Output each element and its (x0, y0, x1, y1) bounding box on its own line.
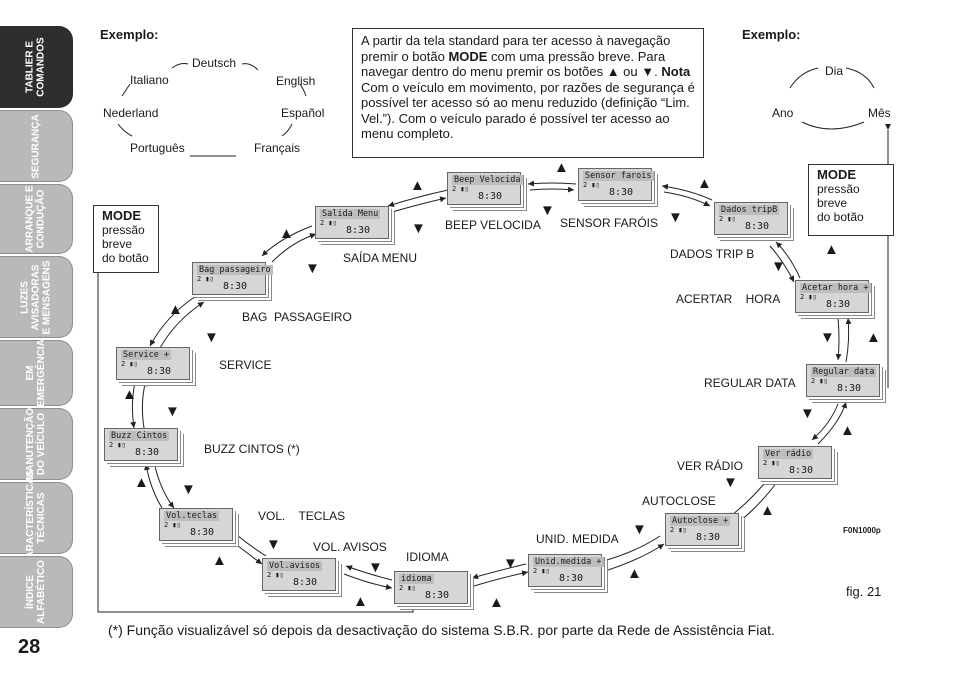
screen-service: Service +2 ▮▯8:30 (116, 347, 190, 380)
up-arrow-icon: ▲ (279, 225, 294, 242)
language-francais: Français (254, 141, 301, 155)
down-arrow-icon: ▼ (411, 220, 426, 237)
caption-bag-passageiro: BAG PASSAGEIRO (242, 310, 352, 324)
up-arrow-icon: ▲ (554, 159, 569, 176)
down-arrow-icon: ▼ (632, 521, 647, 538)
figure-code: F0N1000p (843, 526, 881, 535)
page-number: 28 (18, 636, 41, 658)
down-arrow-icon: ▼ (266, 536, 281, 553)
caption-regular-data: REGULAR DATA (704, 376, 796, 390)
tab-manutencao[interactable]: MANUTENÇÃO DO VEÍCULO (0, 408, 73, 480)
tab-em-emergencia[interactable]: EM EMERGÊNCIA (0, 339, 73, 407)
caption-vol-teclas: VOL. TECLAS (258, 509, 346, 523)
date-item-dia: Dia (825, 64, 844, 78)
up-arrow-icon: ▲ (840, 422, 855, 439)
tab-seguranca[interactable]: SEGURANÇA (0, 110, 73, 182)
down-arrow-icon: ▼ (723, 474, 738, 491)
date-item-mes: Mês (868, 106, 891, 120)
up-arrow-icon: ▲ (866, 329, 881, 346)
caption-ver-radio: VER RÁDIO (677, 459, 744, 473)
up-arrow-icon: ▲ (353, 593, 368, 610)
caption-dados-trip-b: DADOS TRIP B (670, 247, 755, 261)
caption-sensor-farois: SENSOR FARÓIS (560, 216, 659, 230)
down-arrow-icon: ▼ (503, 555, 518, 572)
down-arrow-icon: ▼ (204, 329, 219, 346)
tab-arranque-conducao[interactable]: ARRANQUE E CONDUÇÃO (0, 184, 73, 254)
left-example-heading: Exemplo: (100, 27, 159, 42)
tab-tablier-comandos[interactable]: TABLIER E COMANDOS (0, 26, 73, 108)
right-example-heading: Exemplo: (742, 27, 801, 42)
side-tabs: TABLIER E COMANDOS SEGURANÇA ARRANQUE E … (0, 0, 74, 676)
caption-acertar-hora: ACERTAR HORA (676, 292, 781, 306)
up-arrow-icon: ▲ (824, 241, 839, 258)
screen-acetar-hora: Acetar hora +2 ▮▯8:30 (795, 280, 871, 313)
mode-box-right: MODE pressão breve do botão (808, 164, 894, 236)
tab-caracteristicas[interactable]: CARACTERÍSTICAS TÉCNICAS (0, 470, 73, 566)
figure-label: fig. 21 (846, 584, 882, 599)
language-espanol: Español (281, 106, 325, 120)
mode-box-left: MODE pressão breve do botão (93, 205, 159, 273)
tab-indice[interactable]: ÍNDICE ALFABÉTICO (0, 556, 73, 628)
down-arrow-icon: ▼ (668, 209, 683, 226)
up-arrow-icon: ▲ (760, 502, 775, 519)
language-portugues: Português (130, 141, 185, 155)
footnote: (*) Função visualizável só depois da des… (108, 622, 775, 638)
down-arrow-icon: ▼ (771, 258, 786, 275)
language-italiano: Italiano (130, 73, 169, 87)
down-arrow-icon: ▼ (305, 260, 320, 277)
tab-luzes-avisadoras[interactable]: LUZES AVISADORAS E MENSAGENS (0, 256, 73, 338)
up-arrow-icon: ▲ (134, 474, 149, 491)
caption-buzz-cintos: BUZZ CINTOS (*) (204, 442, 300, 456)
caption-saida-menu: SAÍDA MENU (343, 251, 418, 265)
up-arrow-icon: ▲ (122, 386, 137, 403)
up-arrow-icon: ▲ (212, 552, 227, 569)
down-arrow-icon: ▼ (820, 329, 835, 346)
up-arrow-icon: ▲ (168, 301, 183, 318)
down-arrow-icon: ▼ (165, 403, 180, 420)
caption-beep-velocida: BEEP VELOCIDA (445, 218, 541, 232)
screen-unid-medida: Unid.medida +2 ▮▯8:30 (528, 554, 604, 587)
down-arrow-icon: ▼ (181, 481, 196, 498)
language-nederland: Nederland (103, 106, 159, 120)
caption-idioma: IDIOMA (406, 550, 449, 564)
caption-service: SERVICE (219, 358, 272, 372)
up-arrow-icon: ▲ (410, 177, 425, 194)
down-arrow-icon: ▼ (368, 559, 383, 576)
down-arrow-icon: ▼ (540, 202, 555, 219)
caption-autoclose: AUTOCLOSE (642, 494, 716, 508)
caption-unid-medida: UNID. MEDIDA (536, 532, 619, 546)
language-english: English (276, 74, 316, 88)
instruction-box: A partir da tela standard para ter acess… (352, 28, 704, 158)
up-arrow-icon: ▲ (627, 565, 642, 582)
language-deutsch: Deutsch (192, 56, 237, 70)
up-arrow-icon: ▲ (489, 594, 504, 611)
down-arrow-icon: ▼ (800, 405, 815, 422)
date-item-ano: Ano (772, 106, 794, 120)
caption-vol-avisos: VOL. AVISOS (313, 540, 387, 554)
screen-autoclose: Autoclose +2 ▮▯8:30 (665, 513, 739, 546)
up-arrow-icon: ▲ (697, 175, 712, 192)
